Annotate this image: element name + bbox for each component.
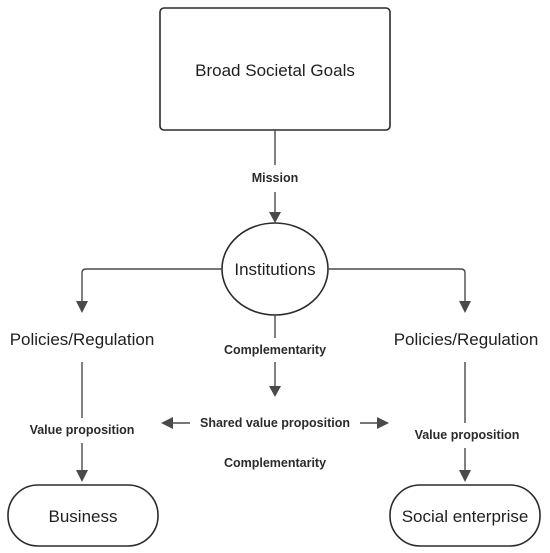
value-right-label: Value proposition <box>415 428 520 442</box>
social-enterprise-box <box>389 484 541 547</box>
value-left-label: Value proposition <box>30 423 135 437</box>
right-branch-arrowhead <box>459 301 471 313</box>
shared-value-arrowhead-right <box>377 417 389 429</box>
left-value-arrowhead <box>76 470 88 482</box>
business-node: Business <box>7 484 159 547</box>
policies-left-label: Policies/Regulation <box>10 330 155 349</box>
left-value-edge: Value proposition <box>30 362 135 482</box>
mission-label: Mission <box>252 171 299 185</box>
social-enterprise-label: Social enterprise <box>402 507 529 526</box>
right-value-arrowhead <box>459 470 471 482</box>
center-complementarity-edge: Complementarity <box>224 315 326 397</box>
shared-value-arrowhead-left <box>161 417 173 429</box>
mission-arrowhead <box>269 212 281 223</box>
goals-label: Broad Societal Goals <box>195 61 355 80</box>
institutions-label: Institutions <box>234 260 315 279</box>
shared-value-edge: Shared value proposition <box>161 416 389 430</box>
left-branch-arrowhead <box>76 301 88 313</box>
mission-edge: Mission <box>252 130 299 223</box>
right-branch-edge <box>328 268 471 313</box>
center-arrowhead <box>269 386 281 397</box>
right-value-edge: Value proposition <box>415 362 520 482</box>
institutions-node: Institutions <box>221 222 329 316</box>
complementarity-top-label: Complementarity <box>224 343 326 357</box>
shared-value-label: Shared value proposition <box>200 416 350 430</box>
goals-node: Broad Societal Goals <box>159 7 391 131</box>
business-box <box>7 484 159 547</box>
social-enterprise-node: Social enterprise <box>389 484 541 547</box>
policies-right-label: Policies/Regulation <box>394 330 539 349</box>
right-branch-line <box>328 268 466 303</box>
left-branch-edge <box>76 268 222 313</box>
left-branch-line <box>81 268 222 303</box>
business-label: Business <box>49 507 118 526</box>
complementarity-bottom-label: Complementarity <box>224 456 326 470</box>
